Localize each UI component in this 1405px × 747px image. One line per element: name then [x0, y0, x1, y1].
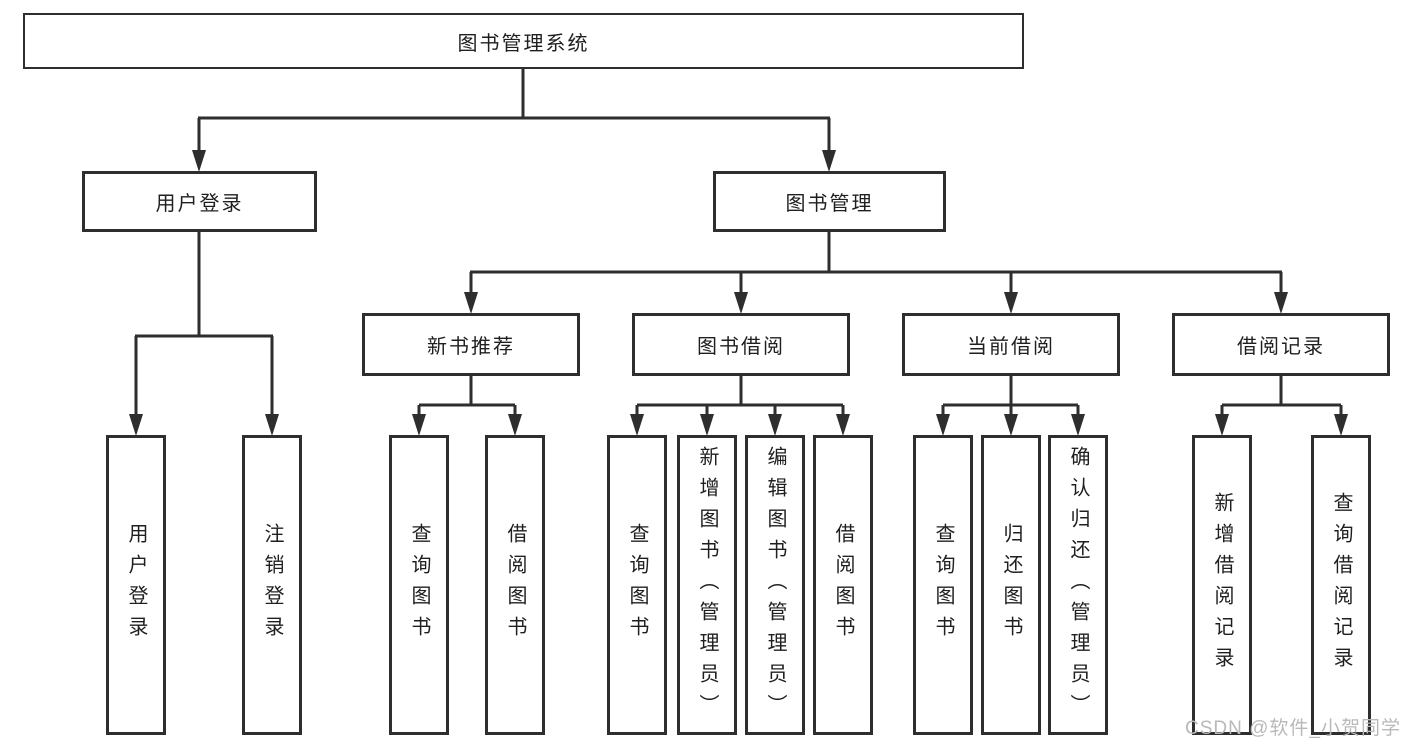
- leaf-label: 用户登录: [125, 523, 147, 647]
- node-library-management-system: 图书管理系统: [23, 13, 1024, 69]
- node-label: 当前借阅: [967, 336, 1055, 358]
- leaf-return-book: 归还图书: [981, 435, 1041, 735]
- leaf-logout: 注销登录: [242, 435, 302, 735]
- leaf-label: 新增借阅记录: [1211, 492, 1233, 678]
- node-label: 图书借阅: [697, 336, 785, 358]
- node-user-login: 用户登录: [82, 171, 317, 232]
- leaf-add-borrow-record: 新增借阅记录: [1192, 435, 1252, 735]
- leaf-label: 编辑图书（管理员）: [764, 445, 786, 725]
- leaf-query-books-recommend: 查询图书: [389, 435, 449, 735]
- leaf-add-book-admin: 新增图书（管理员）: [677, 435, 737, 735]
- leaf-query-books-borrow: 查询图书: [607, 435, 667, 735]
- csdn-watermark: CSDN @软件_小贺同学: [1185, 718, 1401, 739]
- node-label: 新书推荐: [427, 336, 515, 358]
- leaf-label: 借阅图书: [504, 523, 526, 647]
- node-current-borrow: 当前借阅: [902, 313, 1120, 376]
- leaf-user-login: 用户登录: [106, 435, 166, 735]
- node-book-borrow: 图书借阅: [632, 313, 850, 376]
- node-new-book-recommend: 新书推荐: [362, 313, 580, 376]
- leaf-label: 查询图书: [626, 523, 648, 647]
- leaf-label: 确认归还（管理员）: [1067, 445, 1089, 725]
- leaf-label: 归还图书: [1000, 523, 1022, 647]
- node-book-management: 图书管理: [713, 171, 946, 232]
- leaf-label: 查询图书: [408, 523, 430, 647]
- node-label: 图书管理: [785, 193, 874, 215]
- leaf-label: 借阅图书: [832, 523, 854, 647]
- leaf-label: 注销登录: [261, 523, 283, 647]
- leaf-borrow-books: 借阅图书: [813, 435, 873, 735]
- leaf-borrow-books-recommend: 借阅图书: [485, 435, 545, 735]
- leaf-label: 查询借阅记录: [1330, 492, 1352, 678]
- leaf-label: 新增图书（管理员）: [696, 445, 718, 725]
- node-label: 用户登录: [155, 193, 244, 215]
- leaf-confirm-return-admin: 确认归还（管理员）: [1048, 435, 1108, 735]
- leaf-edit-book-admin: 编辑图书（管理员）: [745, 435, 805, 735]
- node-borrow-records: 借阅记录: [1172, 313, 1390, 376]
- leaf-label: 查询图书: [932, 523, 954, 647]
- node-label: 图书管理系统: [457, 32, 590, 55]
- leaf-query-borrow-record: 查询借阅记录: [1311, 435, 1371, 735]
- node-label: 借阅记录: [1237, 336, 1325, 358]
- leaf-query-books-current: 查询图书: [913, 435, 973, 735]
